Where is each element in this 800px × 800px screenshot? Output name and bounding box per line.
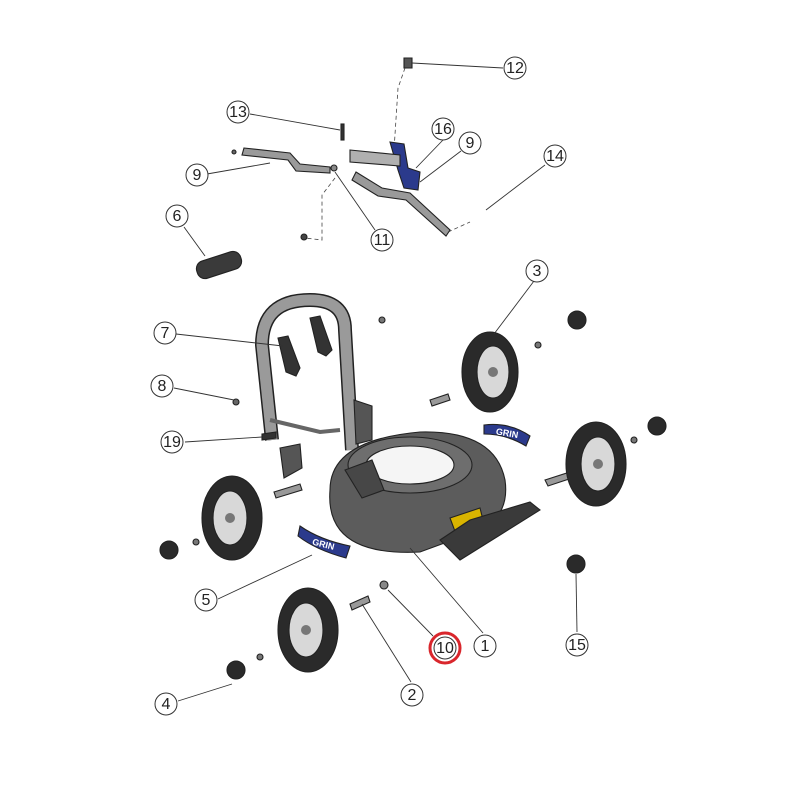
callout-15: 15 [565,633,589,657]
callout-11: 11 [370,228,394,252]
callout-12: 12 [503,56,527,80]
grin-decal-right: GRIN [483,423,531,447]
callout-14: 14 [543,144,567,168]
wheel-part-3 [461,331,519,413]
hubcap-parts [159,310,667,680]
svg-text:15: 15 [568,637,586,654]
svg-text:10: 10 [436,640,454,657]
svg-text:14: 14 [546,148,564,165]
svg-text:1: 1 [481,638,490,655]
mower-deck-part [192,316,638,661]
svg-text:8: 8 [158,378,167,395]
callout-10: 10 [428,631,462,665]
svg-text:3: 3 [533,263,542,280]
svg-text:9: 9 [466,135,475,152]
svg-text:4: 4 [162,696,171,713]
callout-8: 8 [150,374,174,398]
callout-9-left: 9 [185,163,209,187]
wheel-part-left [201,475,263,561]
callout-1: 1 [473,634,497,658]
callout-5: 5 [194,588,218,612]
svg-text:11: 11 [374,232,391,249]
svg-text:2: 2 [408,687,417,704]
leader-lines [173,62,578,702]
callout-3: 3 [525,259,549,283]
callout-7: 7 [153,321,177,345]
callout-19: 19 [160,430,184,454]
callout-4: 4 [154,692,178,716]
svg-text:16: 16 [434,121,452,138]
svg-text:7: 7 [161,325,170,342]
svg-text:5: 5 [202,592,211,609]
callout-2: 2 [400,683,424,707]
wheel-part-right [565,421,627,507]
handle-grip-part [195,250,243,280]
callout-13: 13 [226,100,250,124]
callout-9-right: 9 [458,131,482,155]
svg-text:19: 19 [163,434,181,451]
grin-decal-left: GRIN [297,525,351,559]
highlight-ring [428,631,462,665]
lower-handle-part [232,293,373,479]
svg-text:13: 13 [229,104,247,121]
svg-text:9: 9 [193,167,202,184]
decal-text-right: GRIN [495,426,519,440]
svg-text:12: 12 [506,60,524,77]
upper-control-assembly [231,57,471,241]
svg-text:6: 6 [173,208,182,225]
wheel-part-rear [277,587,339,673]
callout-6: 6 [165,204,189,228]
callout-16: 16 [431,117,455,141]
